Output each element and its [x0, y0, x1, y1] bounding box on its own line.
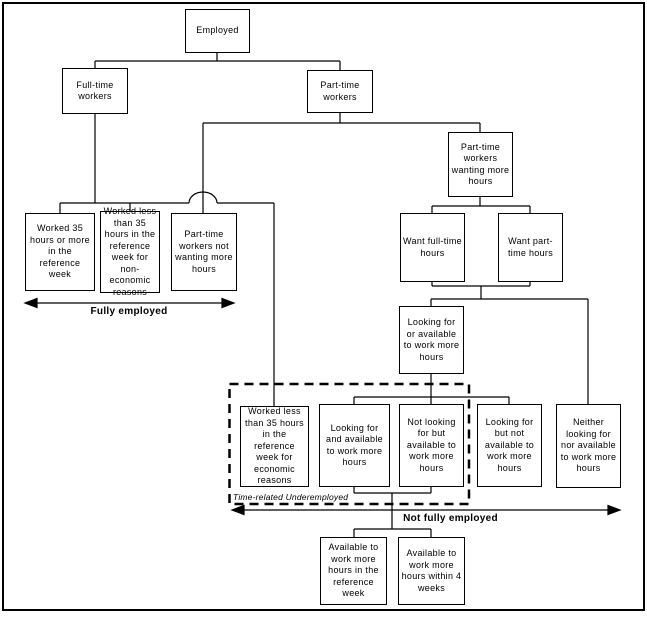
node-neither-looking-nor-available: Neither looking for nor available to wor…: [556, 404, 621, 488]
node-looking-but-not-available: Looking for but not available to work mo…: [477, 404, 542, 487]
node-worked-35-or-more: Worked 35 hours or more in the reference…: [25, 213, 95, 291]
not-fully-employed-label: Not fully employed: [403, 513, 498, 524]
page-border: [2, 2, 645, 611]
node-want-part-time: Want part-time hours: [498, 213, 563, 282]
node-looking-and-available: Looking for and available to work more h…: [319, 404, 390, 487]
node-full-time-workers: Full-time workers: [62, 68, 128, 114]
not-fully-employed-arrow: [230, 504, 622, 516]
node-pt-wanting-more: Part-time workers wanting more hours: [448, 132, 513, 197]
time-related-underemployed-label: Time-related Underemployed: [233, 492, 349, 502]
node-available-4-weeks: Available to work more hours within 4 we…: [398, 537, 465, 605]
node-pt-not-wanting-more: Part-time workers not wanting more hours: [171, 213, 237, 291]
node-part-time-workers: Part-time workers: [307, 70, 373, 113]
fully-employed-arrow: [23, 297, 236, 309]
node-worked-less-non-economic: Worked less than 35 hours in the referen…: [100, 206, 160, 297]
node-worked-less-economic: Worked less than 35 hours in the referen…: [240, 406, 309, 487]
node-want-full-time: Want full-time hours: [400, 213, 465, 282]
node-employed: Employed: [185, 9, 250, 53]
fully-employed-label: Fully employed: [90, 306, 168, 317]
node-not-looking-but-available: Not looking for but available to work mo…: [399, 404, 464, 487]
node-available-reference-week: Available to work more hours in the refe…: [320, 537, 387, 605]
node-looking-or-available: Looking for or available to work more ho…: [399, 306, 464, 374]
